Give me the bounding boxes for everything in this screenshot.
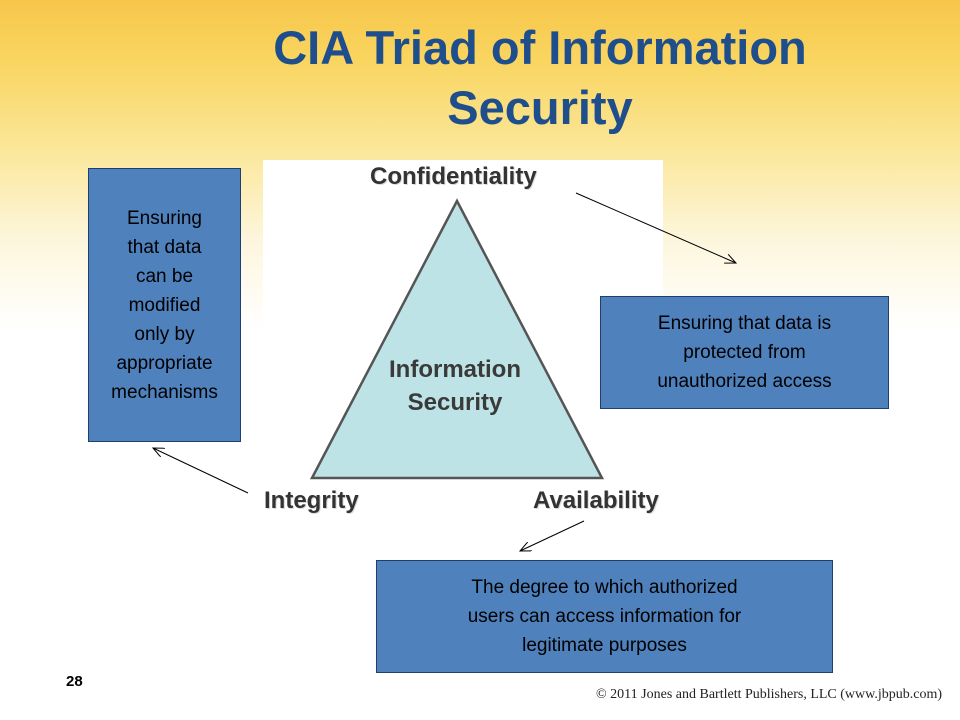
confidentiality-label: Confidentiality	[370, 163, 537, 190]
arrow-to-confidentiality-box	[575, 192, 736, 263]
integrity-definition-box: Ensuring that data can be modified only …	[88, 168, 241, 442]
confidentiality-definition-box: Ensuring that data is protected from una…	[600, 296, 889, 409]
integrity-label: Integrity	[264, 487, 359, 514]
arrow-to-availability-box	[520, 520, 585, 551]
availability-definition-box: The degree to which authorized users can…	[376, 560, 833, 673]
availability-label: Availability	[533, 487, 659, 514]
center-label-line1: Information	[389, 356, 521, 383]
triangle-shape	[309, 198, 605, 480]
slide-title: CIA Triad of Information Security	[273, 21, 807, 134]
slide-number: 28	[66, 673, 83, 690]
copyright-notice: © 2011 Jones and Bartlett Publishers, LL…	[596, 687, 942, 702]
information-security-label: Information Security	[370, 353, 540, 419]
center-label-line2: Security	[407, 389, 503, 416]
arrow-to-integrity-box	[153, 448, 249, 494]
